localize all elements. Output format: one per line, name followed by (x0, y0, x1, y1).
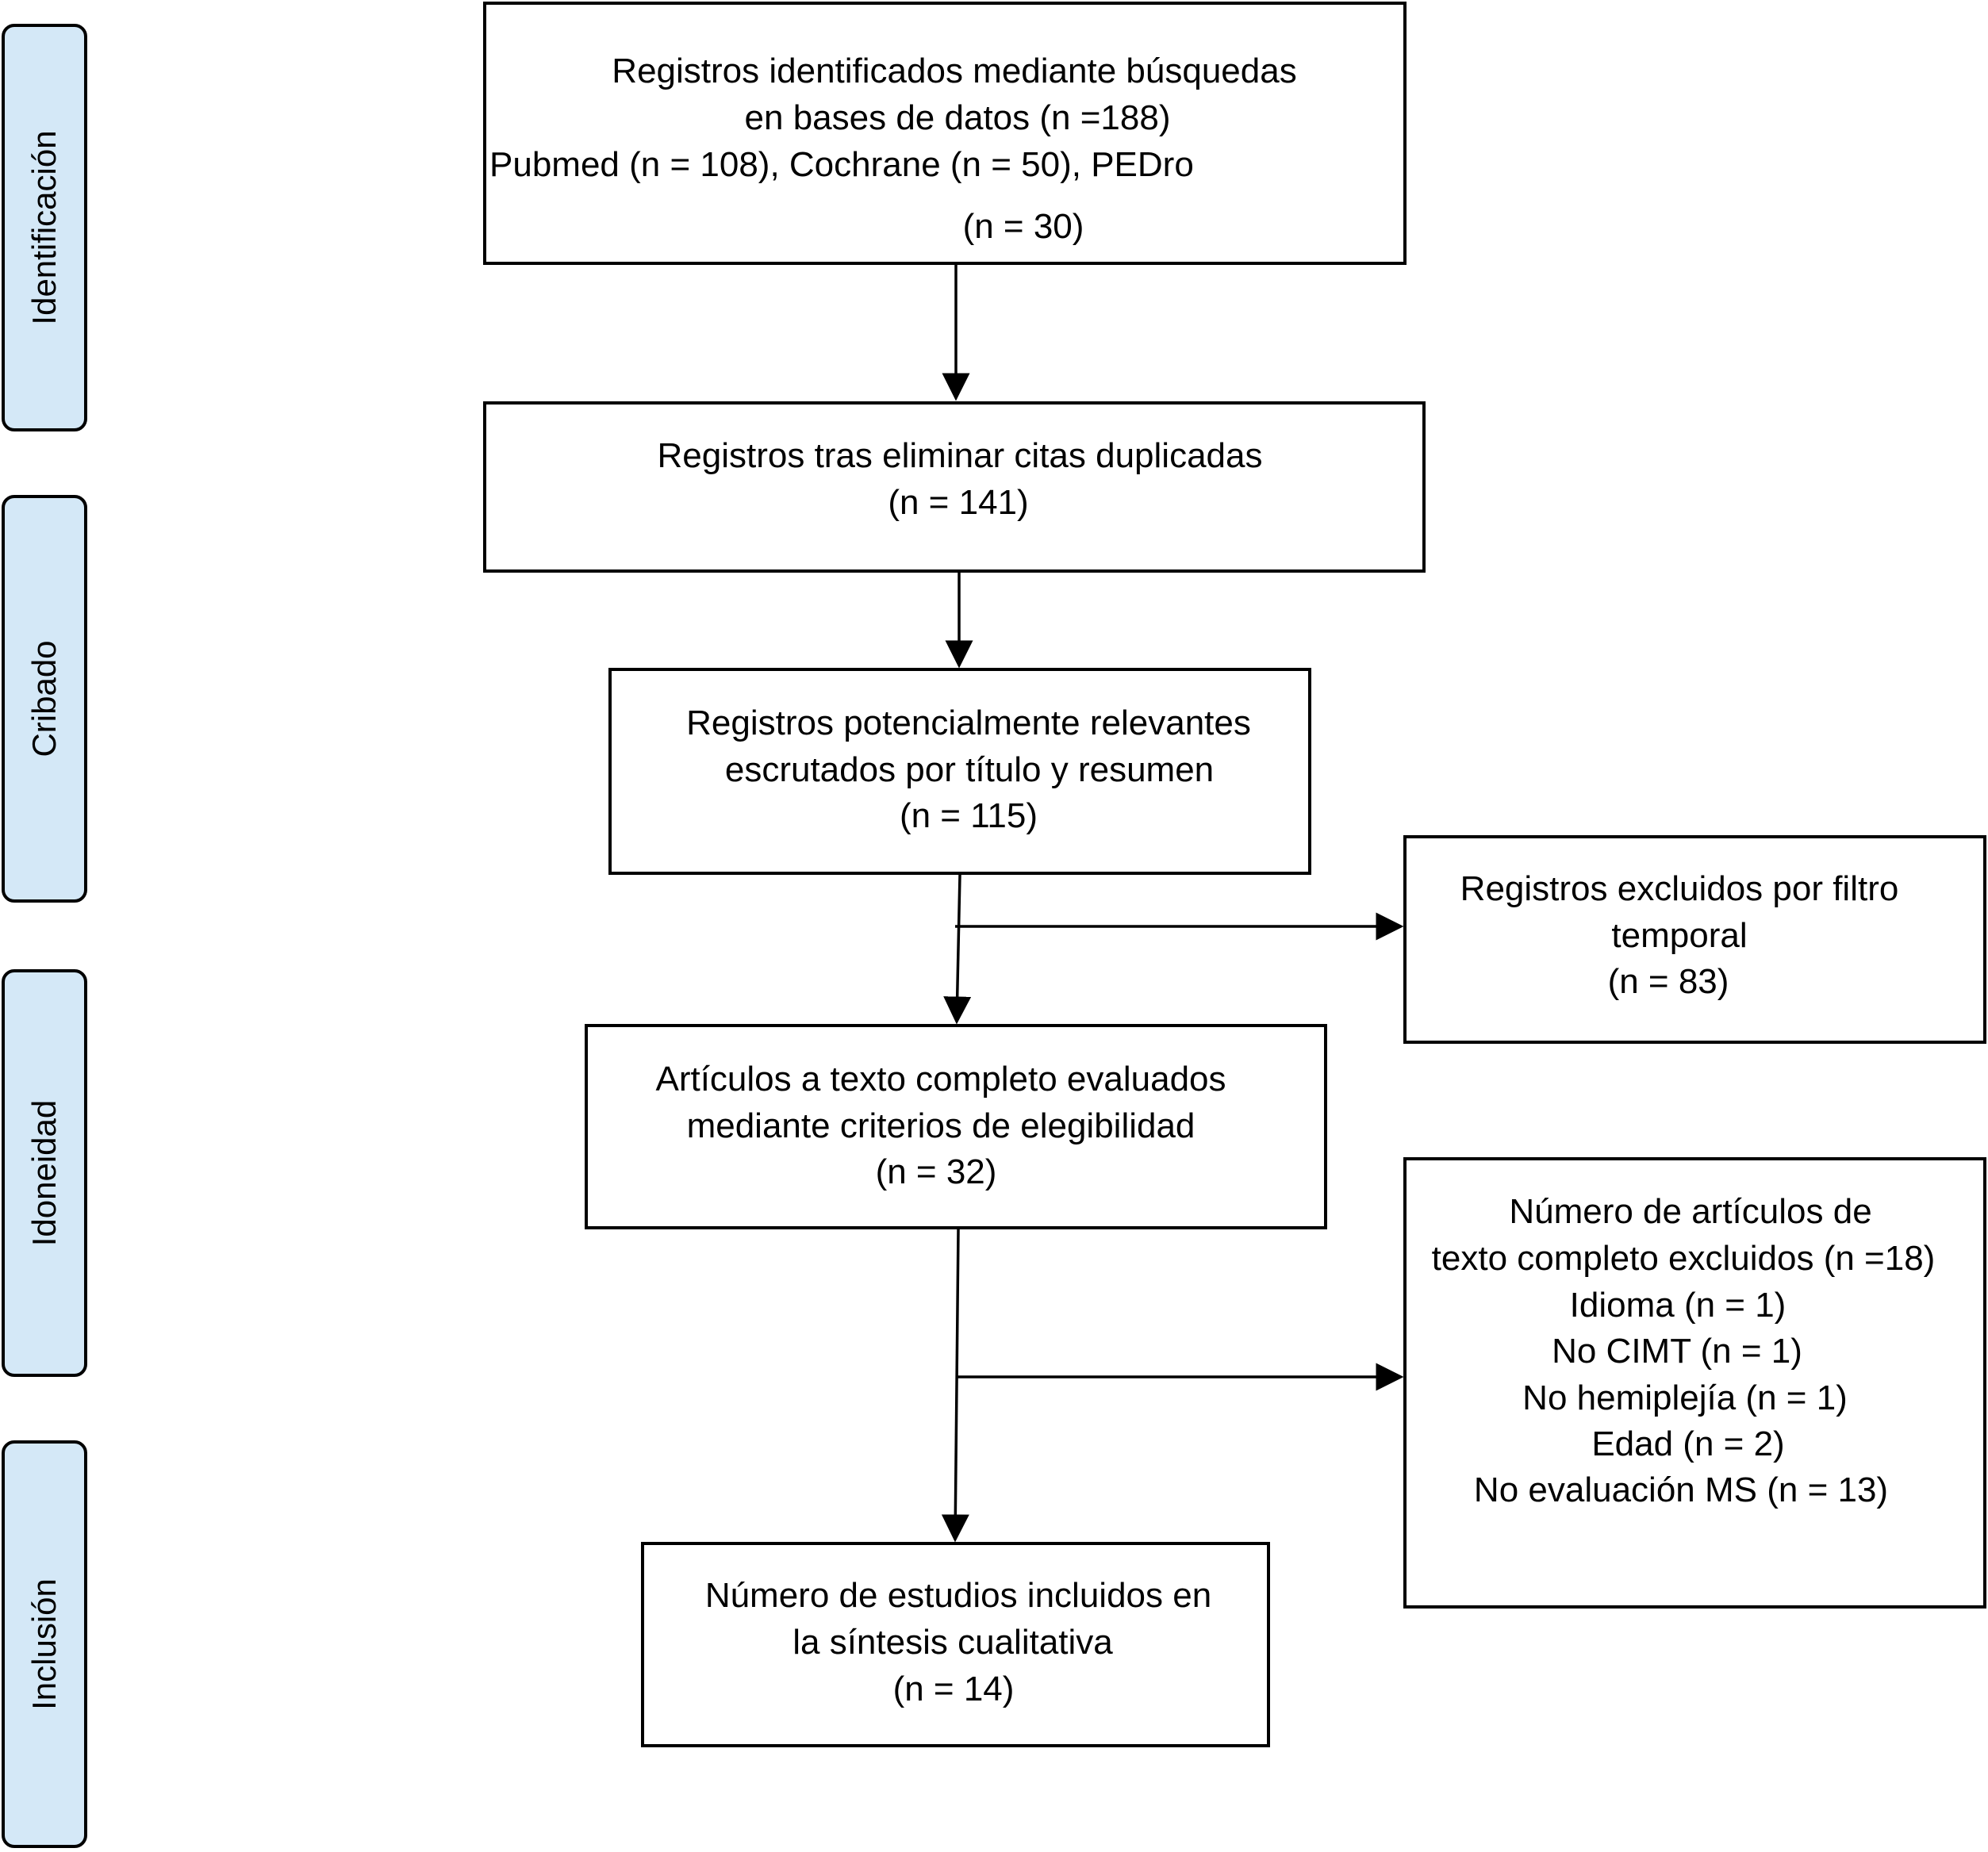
box-line: temporal (1611, 916, 1748, 955)
box-studies-included (641, 1542, 1270, 1747)
box-line: (n = 14) (892, 1670, 1015, 1708)
box-line: Registros potencialmente relevantes (686, 704, 1251, 742)
box-line: Número de estudios incluidos en (704, 1576, 1212, 1615)
box-line: (n = 141) (888, 483, 1029, 522)
box-line: (n = 30) (962, 207, 1084, 246)
box-excluded-fulltext (1403, 1157, 1986, 1609)
phase-cribado: Cribado (2, 495, 87, 903)
box-excluded-temporal (1403, 835, 1986, 1044)
box-line: Artículos a texto completo evaluados (655, 1060, 1226, 1099)
box-line: No hemiplejía (n = 1) (1522, 1378, 1848, 1417)
box-records-identified (483, 2, 1407, 265)
box-line: (n = 115) (899, 796, 1038, 835)
phase-inclusion: Inclusión (2, 1440, 87, 1848)
phase-identificacion: Identificación (2, 24, 87, 431)
box-line: en bases de datos (n =188) (744, 98, 1171, 137)
box-line: mediante criterios de elegibilidad (686, 1106, 1195, 1145)
box-line: (n = 83) (1607, 962, 1729, 1001)
arrow-fulltext-to-included (941, 1229, 969, 1543)
box-line: Registros excluidos por filtro (1460, 869, 1899, 908)
box-line: escrutados por título y resumen (724, 750, 1215, 789)
phase-idoneidad: Idoneidad (2, 969, 87, 1377)
box-records-deduplicated (483, 401, 1426, 573)
box-line: texto completo excluidos (n =18) (1431, 1239, 1936, 1278)
box-line: Idioma (n = 1) (1569, 1286, 1787, 1325)
box-line: Número de artículos de (1509, 1192, 1872, 1231)
box-line: Edad (n = 2) (1591, 1424, 1785, 1463)
arrow-screened-to-fulltext (943, 874, 972, 1025)
box-line: No evaluación MS (n = 13) (1473, 1470, 1889, 1509)
box-line: Registros tras eliminar citas duplicadas (657, 436, 1263, 475)
box-line: No CIMT (n = 1) (1552, 1332, 1802, 1371)
box-records-screened (608, 668, 1311, 875)
box-fulltext-assessed (585, 1024, 1327, 1229)
box-line: la síntesis cualitativa (793, 1623, 1113, 1662)
box-line: Pubmed (n = 108), Cochrane (n = 50), PED… (489, 145, 1194, 184)
box-line: Registros identificados mediante búsqued… (612, 52, 1297, 90)
box-line: (n = 32) (875, 1152, 997, 1191)
